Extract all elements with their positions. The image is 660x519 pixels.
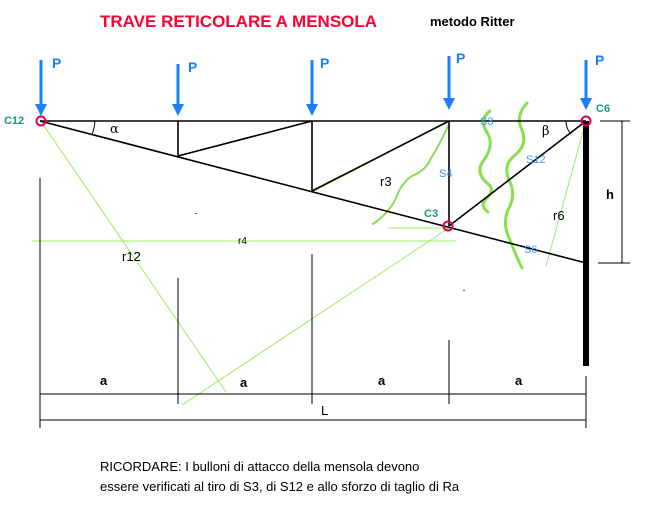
load-arrow-3 [306, 60, 318, 116]
arm-label-r6: r6 [553, 208, 565, 223]
node-label-c12: C12 [4, 115, 24, 127]
angle-label-beta: β [542, 124, 550, 139]
load-label-5: P [595, 52, 604, 68]
dim-label-a-3: a [378, 373, 386, 388]
node-label-c6: C6 [596, 103, 610, 115]
height-dimension [598, 120, 630, 264]
reference-verticals [39, 178, 587, 428]
load-arrow-1 [35, 60, 47, 116]
node-c12 [35, 115, 47, 127]
bottom-chord [39, 120, 587, 264]
arm-label-r3: r3 [380, 174, 392, 189]
diagram-title: TRAVE RETICOLARE A MENSOLA [100, 12, 377, 31]
section-cut-right [503, 101, 529, 270]
note-line-1: RICORDARE: I bulloni di attacco della me… [100, 459, 419, 474]
load-arrows [35, 56, 592, 116]
stray-mark [195, 213, 197, 214]
truss-members [39, 120, 587, 264]
bar-label-s3: S3 [480, 116, 493, 128]
load-arrow-5 [580, 60, 592, 110]
load-label-2: P [188, 59, 197, 75]
beta-arc [565, 120, 571, 134]
arm-label-r12: r12 [122, 249, 141, 264]
bar-label-s6: S6 [524, 244, 537, 256]
angle-label-alpha: α [110, 122, 119, 137]
bar-label-s4: S4 [439, 168, 452, 180]
load-label-3: P [320, 55, 329, 71]
note-line-2: essere verificati al tiro di S3, di S12 … [100, 479, 460, 494]
diagonal-1 [177, 120, 313, 157]
bar-label-s12: S12 [526, 154, 546, 166]
r3-line [181, 227, 450, 406]
dim-label-h: h [606, 187, 614, 202]
diagonal-s12 [448, 120, 587, 227]
dim-label-a-4: a [515, 373, 523, 388]
section-cuts [372, 101, 529, 270]
lever-arm-lines [32, 119, 587, 406]
load-label-4: P [456, 50, 465, 66]
alpha-arc [91, 120, 96, 136]
dim-label-a-1: a [100, 373, 108, 388]
load-arrow-2 [172, 64, 184, 116]
node-c3 [442, 220, 454, 232]
section-cut-s3 [372, 125, 449, 225]
arm-label-r4: r4 [238, 236, 247, 247]
stray-mark [463, 290, 465, 291]
section-cut-left [478, 109, 493, 214]
load-label-1: P [52, 55, 61, 71]
r12-line [39, 119, 227, 393]
diagram-subtitle: metodo Ritter [430, 14, 515, 29]
node-label-c3: C3 [424, 208, 438, 220]
r6-line [545, 120, 587, 267]
load-arrow-4 [443, 56, 455, 110]
dim-label-a-2: a [240, 375, 248, 390]
dim-label-L: L [321, 403, 328, 418]
node-c6 [580, 115, 592, 127]
diagonal-2 [311, 120, 450, 192]
